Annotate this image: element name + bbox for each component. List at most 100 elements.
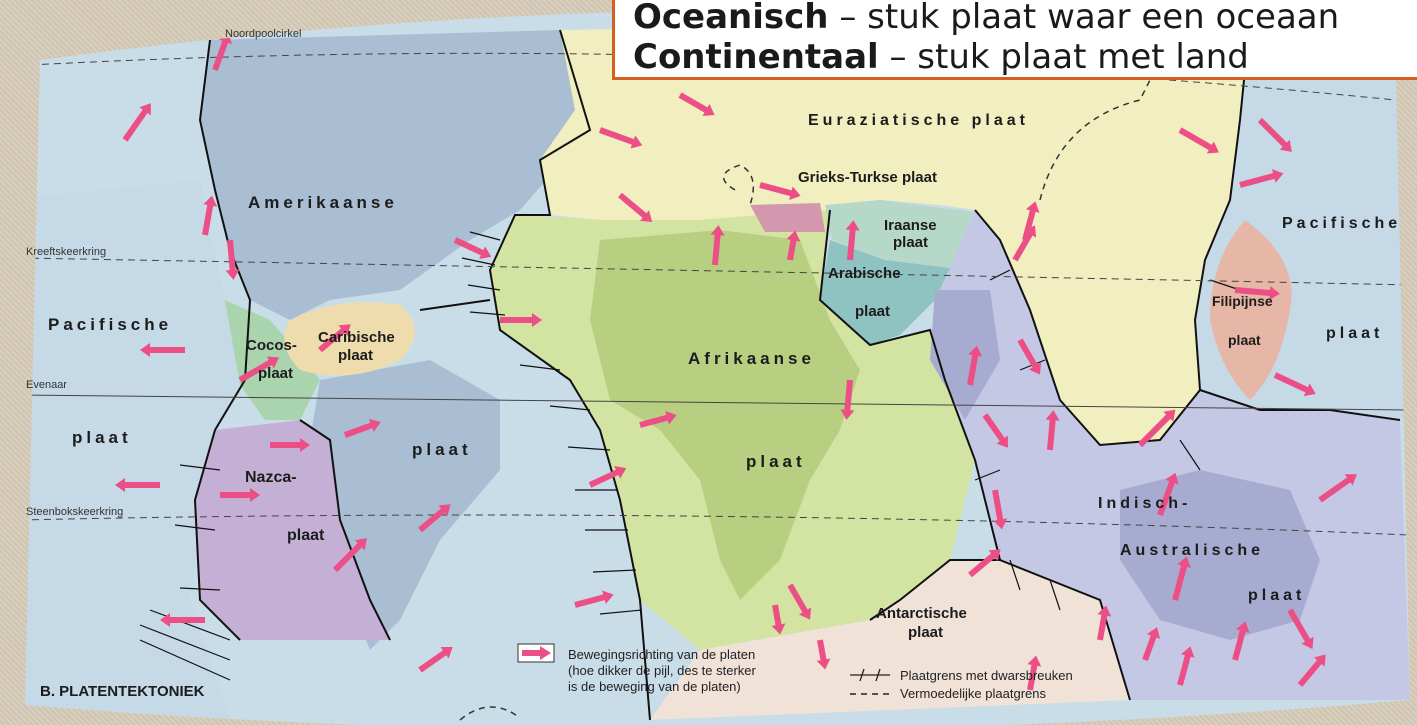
pacific-plate-west xyxy=(25,180,245,720)
movement-arrow-icon xyxy=(710,225,725,266)
africa-land xyxy=(590,230,860,600)
legend: Bewegingsrichting van de platen (hoe dik… xyxy=(517,643,1073,701)
movement-arrow-icon xyxy=(1273,372,1316,397)
australia-land xyxy=(1120,470,1320,640)
plate-type-callout: Oceanisch – stuk plaat waar een oceaan C… xyxy=(612,0,1417,80)
legend-arrow-icon xyxy=(522,646,551,660)
legend-arrow-text-3: is de beweging van de platen) xyxy=(568,679,741,694)
movement-arrow-icon xyxy=(202,195,218,236)
movement-arrow-icon xyxy=(588,465,627,488)
antarctic-plate-label-2: plaat xyxy=(908,624,943,641)
plate-boundaries xyxy=(193,19,1401,721)
movement-arrow-icon xyxy=(992,489,1008,530)
movement-arrow-icon xyxy=(840,379,855,420)
nazca-plate-label-2: plaat xyxy=(287,527,325,544)
cocos-plate-label-2: plaat xyxy=(258,365,293,382)
movement-arrow-icon xyxy=(1012,225,1037,262)
movement-arrow-icon xyxy=(1045,410,1060,451)
greek-turkish-plate xyxy=(750,203,825,232)
movement-arrow-icon xyxy=(574,590,614,608)
movement-arrow-icon xyxy=(453,237,492,260)
callout-desc-continental: – stuk plaat met land xyxy=(878,37,1249,77)
movement-arrow-icon xyxy=(318,324,351,353)
movement-arrow-icon xyxy=(1178,127,1219,154)
movement-arrow-icon xyxy=(225,239,240,280)
philippine-plate-label-2: plaat xyxy=(1228,332,1261,348)
movement-arrow-icon xyxy=(1297,654,1326,687)
antarctic-plate xyxy=(650,560,1130,720)
iranian-plate xyxy=(825,200,975,268)
caribbean-plate xyxy=(284,302,415,376)
movement-arrow-icon xyxy=(771,604,786,635)
movement-arrow-icon xyxy=(1177,646,1195,686)
philippine-plate-label-1: Filipijnse xyxy=(1212,293,1273,309)
movement-arrow-icon xyxy=(759,182,801,201)
nazca-plate-label-1: Nazca- xyxy=(245,469,297,486)
movement-arrow-icon xyxy=(270,438,310,452)
legend-fault-text: Plaatgrens met dwarsbreuken xyxy=(900,668,1073,683)
movement-arrow-icon xyxy=(618,192,653,222)
movement-arrow-icon xyxy=(639,410,677,428)
callout-term-oceanic: Oceanisch xyxy=(633,0,829,37)
indo-australian-plate-label-3: plaat xyxy=(1248,587,1305,604)
pacific-plate-east-label-1: Pacifische xyxy=(1282,215,1401,232)
philippine-plate xyxy=(1210,220,1292,400)
movement-arrow-icon xyxy=(1234,286,1280,301)
movement-arrow-icon xyxy=(816,639,831,670)
indo-australian-plate-label-2: Australische xyxy=(1120,542,1264,559)
movement-arrow-icon xyxy=(115,478,160,492)
american-plate-label-2: plaat xyxy=(412,440,472,459)
eurasian-plate-label: Euraziatische plaat xyxy=(808,112,1029,129)
nazca-plate xyxy=(195,420,390,640)
caribbean-plate-label-1: Caribische xyxy=(318,329,395,346)
movement-arrow-icon xyxy=(212,32,232,72)
movement-arrow-icon xyxy=(968,549,1001,578)
antarctic-plate-label-1: Antarctische xyxy=(876,605,967,622)
movement-arrow-icon xyxy=(1137,409,1176,448)
tropic-capricorn-label: Steenbokskeerkring xyxy=(26,506,123,518)
arabian-plate-label-1: Arabische xyxy=(828,265,901,282)
movement-arrow-icon xyxy=(500,313,542,327)
movement-arrow-icon xyxy=(1157,472,1179,517)
movement-arrow-icon xyxy=(1017,338,1042,375)
movement-arrows xyxy=(115,32,1357,691)
movement-arrow-icon xyxy=(122,103,151,142)
movement-arrow-icon xyxy=(786,230,801,261)
pacific-plate-east-label-2: plaat xyxy=(1326,325,1383,342)
callout-desc-oceanic: – stuk plaat waar een oceaan xyxy=(828,0,1340,37)
movement-arrow-icon xyxy=(418,504,451,533)
iranian-plate-label-1: Iraanse xyxy=(884,217,937,234)
movement-arrow-icon xyxy=(967,345,983,386)
movement-arrow-icon xyxy=(787,583,812,620)
greek-turkish-plate-label: Grieks-Turkse plaat xyxy=(798,169,937,186)
arabian-plate-label-2: plaat xyxy=(855,303,890,320)
movement-arrow-icon xyxy=(1097,605,1112,641)
movement-arrow-icon xyxy=(1287,608,1314,649)
pacific-plate-west-label-1: Pacifische xyxy=(48,315,172,334)
movement-arrow-icon xyxy=(982,413,1008,448)
movement-arrow-icon xyxy=(1172,556,1191,601)
eurasian-plate xyxy=(540,20,1250,445)
legend-arrow-text-2: (hoe dikker de pijl, des te sterker xyxy=(568,663,757,678)
movement-arrow-icon xyxy=(1318,474,1357,503)
movement-arrow-icon xyxy=(160,613,205,627)
americas-land xyxy=(200,30,590,320)
movement-arrow-icon xyxy=(220,488,260,502)
legend-arrow-text-1: Bewegingsrichting van de platen xyxy=(568,647,755,662)
caribbean-plate-label-2: plaat xyxy=(338,347,373,364)
movement-arrow-icon xyxy=(140,343,185,357)
african-plate-label-2: plaat xyxy=(746,452,806,471)
movement-arrow-icon xyxy=(343,418,381,438)
movement-arrow-icon xyxy=(598,127,643,149)
movement-arrow-icon xyxy=(1142,627,1161,662)
cocos-plate-label-1: Cocos- xyxy=(246,337,297,354)
transform-fault-ticks xyxy=(139,231,1241,681)
movement-arrow-icon xyxy=(678,92,715,117)
legend-fault-icon xyxy=(850,668,890,682)
equator-label: Evenaar xyxy=(26,379,67,391)
callout-line-1: Oceanisch – stuk plaat waar een oceaan xyxy=(633,0,1411,37)
movement-arrow-icon xyxy=(1257,117,1292,152)
arctic-circle-label: Noordpoolcirkel xyxy=(225,28,301,40)
